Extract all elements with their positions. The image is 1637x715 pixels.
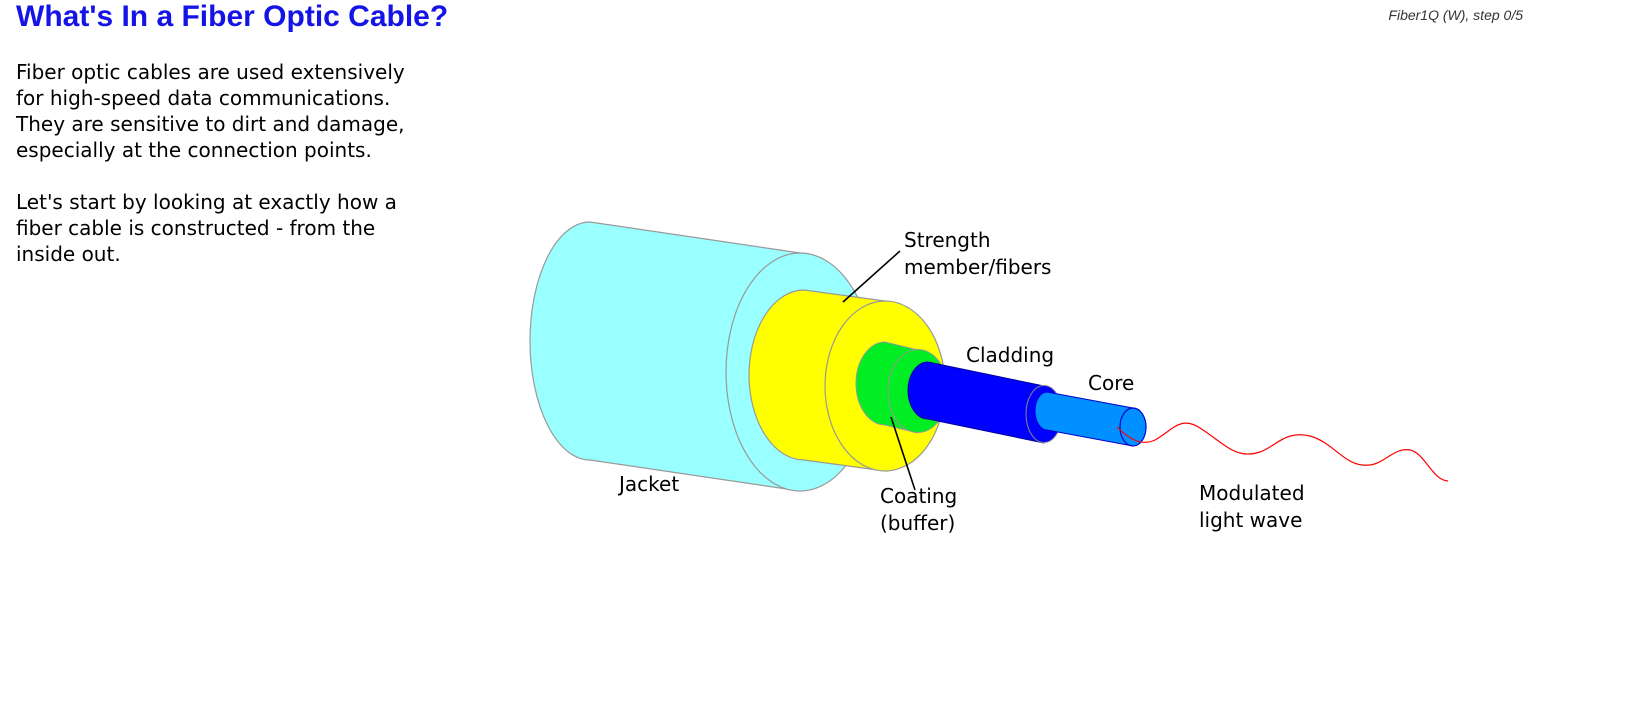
intro-paragraph-1: Fiber optic cables are used extensively …	[16, 60, 405, 162]
light-wave-label-line2: light wave	[1199, 508, 1302, 532]
core-body	[1034, 391, 1134, 447]
intro-text: Fiber optic cables are used extensively …	[16, 59, 416, 293]
cladding-label: Cladding	[966, 343, 1054, 367]
strength-member-leader	[842, 250, 901, 303]
strength-member-label-line2: member/fibers	[904, 255, 1051, 279]
core-label: Core	[1088, 371, 1134, 395]
cladding-body	[907, 361, 1045, 444]
intro-paragraph-2: Let's start by looking at exactly how a …	[16, 190, 397, 266]
page-title: What's In a Fiber Optic Cable?	[16, 0, 449, 33]
strength-member-label: Strength	[904, 228, 991, 252]
modulated-light-wave	[1116, 422, 1449, 482]
coating-leader	[890, 416, 916, 491]
step-indicator: Fiber1Q (W), step 0/5	[1388, 7, 1523, 23]
coating-label-line2: (buffer)	[880, 511, 955, 535]
light-wave-label: Modulated	[1199, 481, 1305, 505]
core-end	[1119, 407, 1147, 447]
core-layer	[1034, 391, 1147, 447]
jacket-label: Jacket	[617, 472, 679, 496]
coating-label: Coating	[880, 484, 957, 508]
jacket-body	[529, 221, 801, 492]
